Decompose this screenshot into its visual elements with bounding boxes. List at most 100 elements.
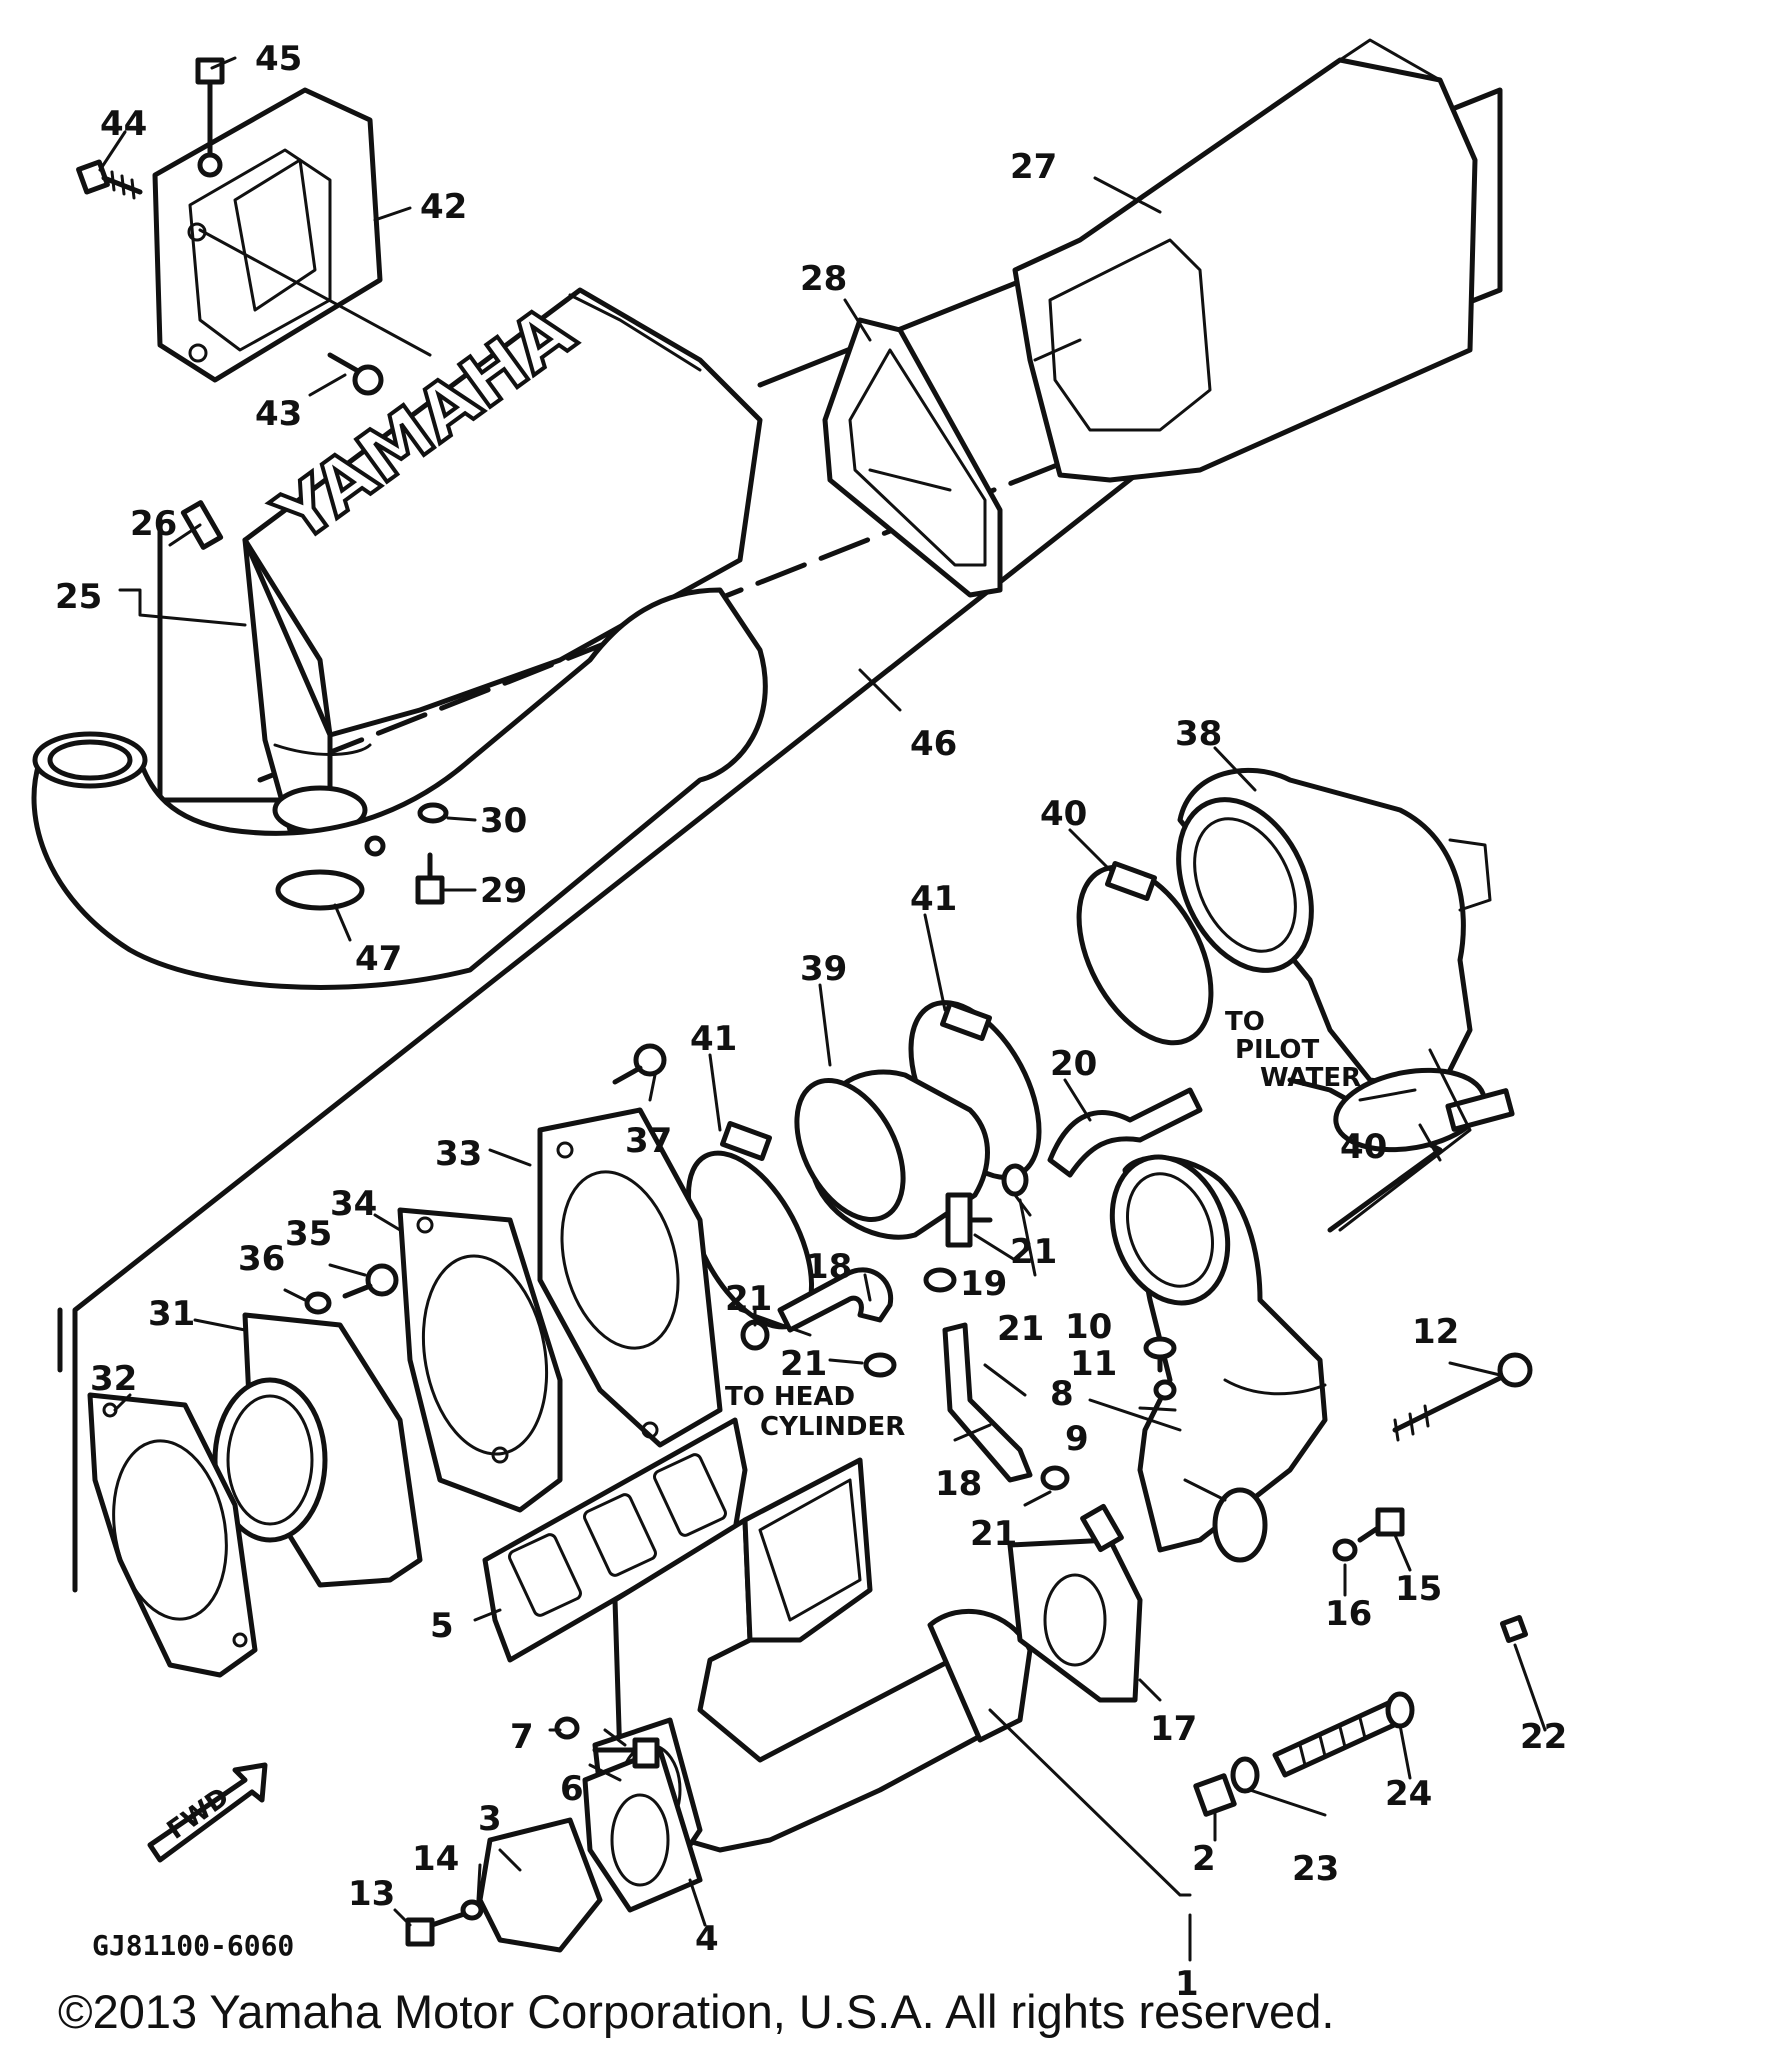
part-38-elbow [1176,767,1492,1093]
label-15: 15 [1395,1569,1442,1609]
part-37-bolt [612,1043,667,1085]
part-47-clamp [275,835,386,911]
part-17-gasket [1007,1537,1143,1703]
label-8: 8 [1050,1374,1074,1414]
part-13-bolt [405,1909,473,1947]
label-21e: 21 [970,1514,1017,1554]
part-39-coupler [794,1069,990,1240]
part-36-washer [304,1291,332,1315]
part-21-clip-1 [1001,1163,1029,1197]
label-41b: 41 [910,879,957,919]
part-11-washer [1153,1379,1177,1401]
label-21a: 21 [1010,1232,1057,1272]
label-31: 31 [148,1294,195,1334]
label-35: 35 [285,1214,332,1254]
part-14-washer [460,1899,484,1921]
label-32: 32 [90,1359,137,1399]
part-19-fitting [945,1192,993,1248]
label-13: 13 [348,1874,395,1914]
label-12: 12 [1412,1312,1459,1352]
part-46-hose [31,587,768,990]
label-47: 47 [355,939,402,979]
part-34-gasket [397,1207,563,1513]
annotation-pilot-water-line2: PILOT [1235,1035,1319,1065]
part-33-flange [537,1107,723,1448]
label-18b: 18 [935,1464,982,1504]
label-45: 45 [255,39,302,79]
label-30: 30 [480,801,527,841]
label-26: 26 [130,504,177,544]
label-22: 22 [1520,1717,1567,1757]
label-41a: 41 [690,1019,737,1059]
label-21d: 21 [780,1344,827,1384]
part-3-cover [477,1817,603,1953]
label-17: 17 [1150,1709,1197,1749]
label-2: 2 [1192,1839,1216,1879]
label-19: 19 [960,1264,1007,1304]
part-labels: 45 44 42 43 26 25 27 28 46 30 29 47 38 4… [55,39,1567,2004]
part-10-plug [1143,1336,1177,1373]
part-2-plug [1193,1773,1237,1817]
part-15-bolt [1357,1507,1405,1543]
label-28: 28 [800,259,847,299]
label-4: 4 [695,1919,719,1959]
label-3: 3 [478,1799,502,1839]
part-16-washer [1332,1538,1358,1562]
label-34: 34 [330,1184,377,1224]
fwd-label: FWD [162,1782,235,1846]
label-43: 43 [255,394,302,434]
part-42-bracket [152,87,432,383]
part-28-gasket [822,317,1003,598]
part-18-hose-lower [942,1322,1033,1483]
label-27: 27 [1010,147,1057,187]
label-37: 37 [625,1121,672,1161]
label-20: 20 [1050,1044,1097,1084]
part-43-bolt [327,352,384,396]
label-42: 42 [420,187,467,227]
part-45-bolt [195,57,225,178]
part-21-clip-5 [1040,1465,1070,1491]
part-18-hose-upper [777,1267,894,1333]
label-36: 36 [238,1239,285,1279]
label-6: 6 [560,1769,584,1809]
part-8-elbow [1109,1154,1328,1563]
label-29: 29 [480,871,527,911]
part-6-bolt [592,1737,660,1769]
part-40-clamp-lower [1333,1067,1515,1153]
annotation-head-cylinder-line1: TO HEAD [725,1382,855,1412]
label-9: 9 [1065,1419,1089,1459]
part-27-chamber [1012,38,1478,483]
copyright-notice: ©2013 Yamaha Motor Corporation, U.S.A. A… [58,1985,1334,2038]
part-24-shaft [1272,1691,1415,1778]
label-11: 11 [1070,1344,1117,1384]
label-38: 38 [1175,714,1222,754]
annotation-head-cylinder-line2: CYLINDER [760,1412,905,1442]
part-21-clip-4 [863,1352,897,1378]
label-23: 23 [1292,1849,1339,1889]
part-26-pin [180,500,224,550]
label-14: 14 [412,1839,459,1879]
drawing-code: GJ81100-6060 [92,1929,294,1962]
label-1: 1 [1175,1964,1199,2004]
part-1-manifold [612,1457,1033,1853]
leader-lines [98,56,1547,1962]
part-23-clip [1230,1756,1260,1794]
part-20-hose [1047,1087,1203,1178]
label-18a: 18 [805,1247,852,1287]
part-30-washer [417,802,449,824]
label-33: 33 [435,1134,482,1174]
part-31-outlet [212,1312,423,1588]
part-22-pin [1499,1614,1529,1644]
part-7-washer [554,1716,580,1740]
label-5: 5 [430,1606,454,1646]
label-46: 46 [910,724,957,764]
label-44: 44 [100,104,147,144]
part-21-clip-2 [923,1267,957,1293]
part-35-bolt [342,1263,399,1299]
part-12-bolt [1392,1352,1533,1442]
label-16: 16 [1325,1594,1372,1634]
label-21b: 21 [725,1279,772,1319]
fwd-arrow: FWD [147,1762,268,1863]
annotation-pilot-water-line1: TO [1225,1007,1265,1037]
